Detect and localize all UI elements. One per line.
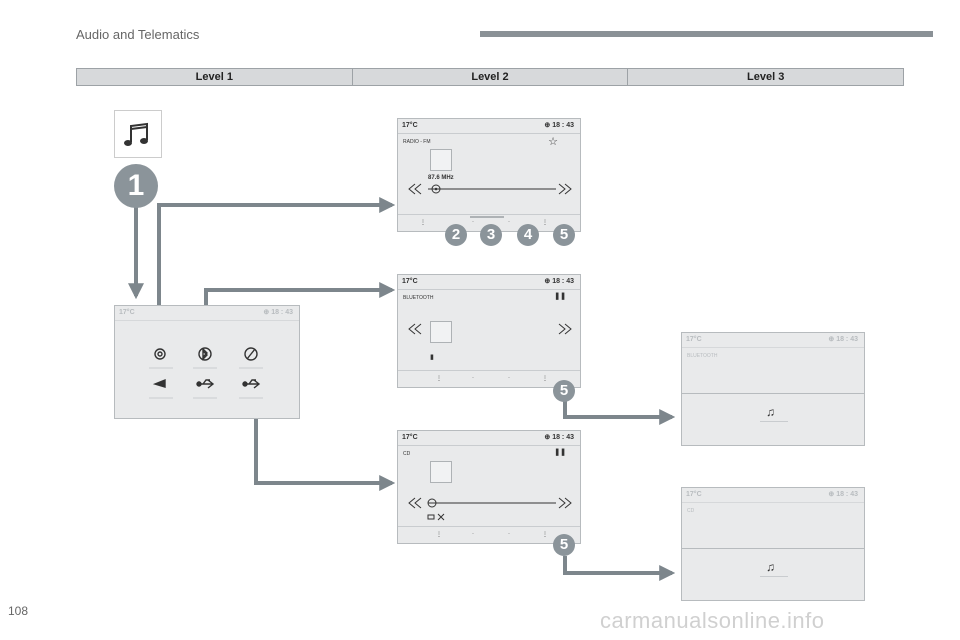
source-grid xyxy=(149,347,263,399)
seek-back-icon xyxy=(408,183,422,195)
track-progress[interactable] xyxy=(406,495,574,523)
source-label: CD xyxy=(403,451,411,457)
frequency-label: 87.6 MHz xyxy=(428,175,454,181)
next-track-icon xyxy=(558,323,572,335)
source-label: BLUETOOTH xyxy=(403,295,434,301)
favorite-star-icon[interactable]: ☆ xyxy=(548,136,558,148)
phone-icon: ▮ xyxy=(430,354,434,361)
step-badge-2: 2 xyxy=(445,224,467,246)
screen-temperature: 17°C xyxy=(686,336,702,343)
level-2-header: Level 2 xyxy=(353,69,629,85)
screen-time: ⊕ 18 : 43 xyxy=(263,309,293,316)
step-badge-1: 1 xyxy=(114,164,158,208)
screen-time: ⊕ 18 : 43 xyxy=(828,491,858,498)
source-label: RADIO - FM xyxy=(403,139,431,145)
cd-screen: 17°C ⊕ 18 : 43 CD ❚❚ ⋮ · · ⋮ xyxy=(397,430,581,544)
repeat-icon xyxy=(427,514,435,520)
level-1-header: Level 1 xyxy=(77,69,353,85)
previous-track-icon xyxy=(408,497,422,509)
source-label: BLUETOOTH xyxy=(687,353,718,359)
step-badge-4: 4 xyxy=(517,224,539,246)
bluetooth-step-badge-5: 5 xyxy=(553,380,575,402)
screen-temperature: 17°C xyxy=(402,434,418,441)
cd-footer-bar: ⋮ · · ⋮ xyxy=(398,526,580,543)
next-track-icon xyxy=(558,497,572,509)
radio-screen: 17°C ⊕ 18 : 43 RADIO - FM ☆ 87.6 MHz ⋮ ·… xyxy=(397,118,581,232)
screen-time: ⊕ 18 : 43 xyxy=(544,122,574,129)
music-note-icon[interactable]: ♫ xyxy=(766,560,775,574)
pause-icon[interactable]: ❚❚ xyxy=(554,293,566,300)
level1-source-screen: 17°C ⊕ 18 : 43 xyxy=(114,305,300,419)
seek-forward-icon xyxy=(558,183,572,195)
bluetooth-screen: 17°C ⊕ 18 : 43 BLUETOOTH ❚❚ ▮ ⋮ · · ⋮ xyxy=(397,274,581,388)
screen-temperature: 17°C xyxy=(686,491,702,498)
arrow-bt-level3 xyxy=(563,401,676,425)
screen-temperature: 17°C xyxy=(119,309,135,316)
screen-temperature: 17°C xyxy=(402,122,418,129)
previous-track-icon xyxy=(408,323,422,335)
page-number: 108 xyxy=(8,604,29,618)
arrow-cd-level3 xyxy=(563,556,676,581)
radio-source-icon xyxy=(154,348,166,360)
cd-step-badge-5: 5 xyxy=(553,534,575,556)
arrow-to-radio xyxy=(157,197,396,345)
music-note-icon xyxy=(124,122,148,146)
radio-footer-bar: ⋮ · · ⋮ xyxy=(398,214,580,231)
arrow-to-cd xyxy=(254,395,396,491)
cd-level3-screen: 17°C ⊕ 18 : 43 CD ♫ xyxy=(681,487,865,601)
album-art-placeholder xyxy=(430,321,452,343)
media-source-button[interactable] xyxy=(114,110,162,158)
music-note-icon[interactable]: ♫ xyxy=(766,405,775,419)
screen-time: ⊕ 18 : 43 xyxy=(828,336,858,343)
album-art-placeholder xyxy=(430,461,452,483)
watermark: carmanualsonline.info xyxy=(600,608,825,633)
pause-icon[interactable]: ❚❚ xyxy=(554,449,566,456)
header-bar xyxy=(480,31,933,37)
source-label: CD xyxy=(687,508,695,514)
aux-source-icon xyxy=(152,378,166,388)
shuffle-icon xyxy=(437,513,445,521)
step-badge-3: 3 xyxy=(480,224,502,246)
step-badge-5: 5 xyxy=(553,224,575,246)
bluetooth-level3-screen: 17°C ⊕ 18 : 43 BLUETOOTH ♫ xyxy=(681,332,865,446)
screen-time: ⊕ 18 : 43 xyxy=(544,278,574,285)
album-art-placeholder xyxy=(430,149,452,171)
screen-time: ⊕ 18 : 43 xyxy=(544,434,574,441)
tuning-slider[interactable] xyxy=(406,181,574,197)
section-title: Audio and Telematics xyxy=(76,27,200,42)
bluetooth-footer-bar: ⋮ · · ⋮ xyxy=(398,370,580,387)
level-3-header: Level 3 xyxy=(747,71,785,83)
bluetooth-source-icon xyxy=(202,348,208,361)
screen-temperature: 17°C xyxy=(402,278,418,285)
level-header-table: Level 1 Level 2 Level 3 xyxy=(76,68,904,86)
track-controls[interactable] xyxy=(406,321,574,337)
cd-source-icon xyxy=(244,347,258,361)
